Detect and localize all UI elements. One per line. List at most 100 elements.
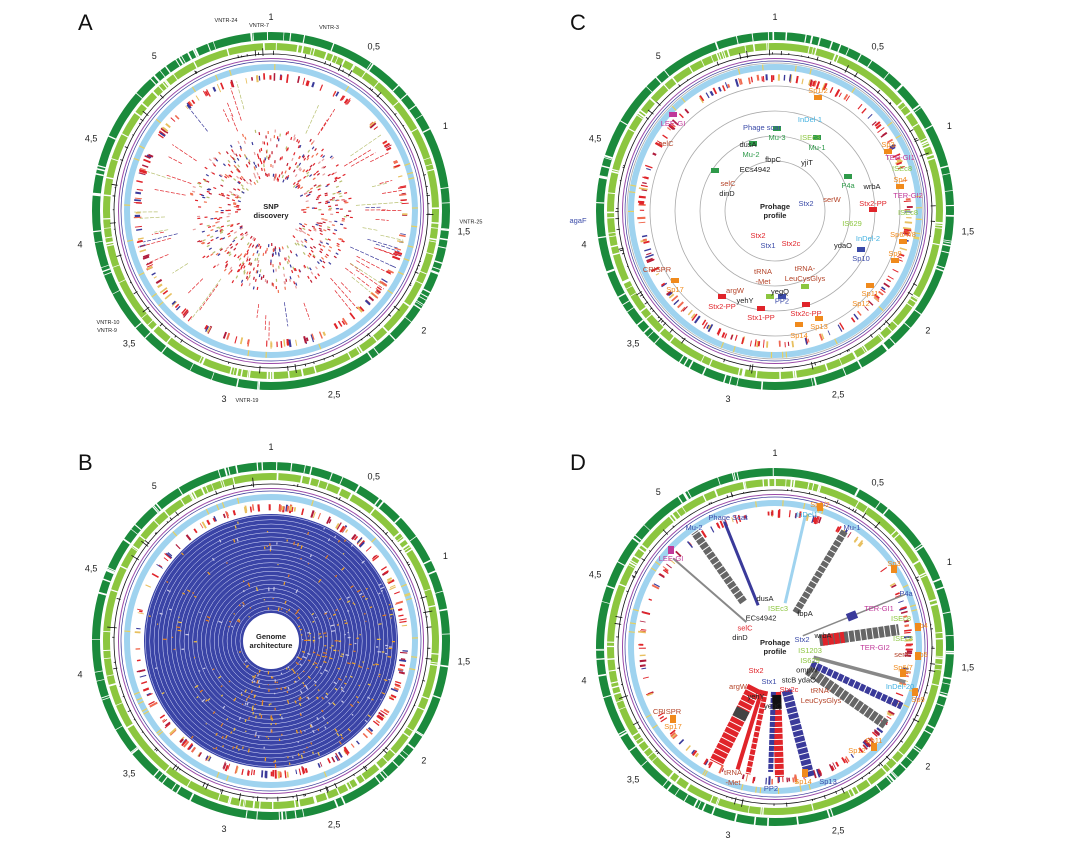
gc-skew-spike: [824, 496, 827, 499]
feature-label: InDel-20: [886, 682, 914, 691]
variant-speckle: [375, 663, 379, 666]
snp-tick: [230, 79, 235, 88]
snp-block: [245, 233, 249, 237]
snp-block: [308, 167, 312, 172]
ring-gap: [402, 750, 410, 757]
snp-tick: [165, 123, 171, 129]
snp-tick: [376, 715, 383, 721]
ring-gap: [407, 743, 415, 750]
ring-gap: [809, 35, 814, 44]
snp-block: [303, 157, 307, 161]
variant-speckle: [328, 657, 333, 660]
feature-block: [802, 302, 810, 307]
ring-gap: [346, 351, 352, 360]
snp-block: [235, 153, 238, 157]
strain-ring: [231, 601, 311, 681]
snp-tick: [789, 74, 792, 82]
ring-gap: [601, 601, 610, 604]
snp-block: [210, 238, 214, 242]
snp-tick: [903, 615, 908, 618]
ring-gap: [313, 795, 318, 804]
ring-gap: [293, 799, 297, 808]
strain-ring: [218, 588, 324, 694]
feature-label: Sp4: [914, 621, 927, 630]
snp-block: [238, 257, 242, 261]
ring-gap: [164, 65, 171, 74]
yellow-marker: [740, 784, 744, 791]
snp-block: [328, 245, 333, 249]
snp-block: [314, 147, 317, 152]
snp-tick: [646, 252, 652, 256]
ring-gap: [655, 76, 662, 84]
feature-block: [773, 126, 781, 131]
snp-tick: [869, 736, 874, 741]
snp-block: [258, 176, 261, 180]
ring-gap: [792, 370, 795, 379]
snp-tick: [342, 317, 348, 326]
snp-block: [297, 274, 300, 278]
gc-skew-spike: [823, 795, 826, 799]
snp-block: [254, 164, 258, 168]
ring-gap: [312, 48, 316, 57]
snp-tick: [715, 522, 721, 529]
outer-gene-ring-reverse: [103, 473, 439, 809]
snp-tick: [789, 74, 793, 82]
snp-block: [219, 231, 224, 234]
snp-block: [201, 194, 205, 197]
snp-tick: [798, 511, 802, 519]
ring-gap: [200, 356, 206, 365]
feature-block: [669, 112, 677, 117]
snp-tick: [151, 272, 156, 276]
snp-tick: [187, 316, 193, 322]
snp-block: [241, 133, 245, 137]
ring-gap: [639, 306, 647, 313]
snp-block: [286, 148, 288, 152]
snp-tick: [311, 81, 315, 88]
snp-block: [229, 174, 233, 178]
scale-label: 0,5: [368, 471, 381, 481]
snp-tick: [188, 744, 194, 750]
ring-gap: [151, 324, 159, 332]
ring-gap: [425, 163, 433, 167]
snp-tick: [646, 692, 653, 696]
feature-label: serX: [894, 650, 909, 659]
ring-gap: [651, 756, 658, 762]
variant-speckle: [299, 696, 302, 700]
snp-block: [236, 269, 240, 273]
snp-radial-line: [379, 180, 393, 184]
purple-track: [118, 488, 424, 794]
snp-block: [233, 202, 237, 204]
snp-tick: [903, 636, 912, 639]
snp-tick: [708, 761, 712, 766]
snp-block: [241, 236, 245, 240]
variant-speckle: [319, 672, 323, 675]
snp-tick: [161, 718, 166, 722]
ring-gap: [918, 571, 927, 577]
ring-gap: [914, 309, 922, 316]
snp-tick: [306, 80, 310, 87]
snp-block: [244, 231, 248, 235]
prophage-bar: [672, 557, 747, 623]
snp-tick: [378, 711, 385, 717]
snp-tick: [337, 751, 343, 758]
snp-tick: [163, 557, 169, 562]
variant-speckle: [233, 538, 236, 543]
snp-tick: [862, 740, 869, 748]
ring-gap: [811, 46, 814, 55]
snp-tick: [394, 680, 402, 685]
gc-skew-spike: [423, 610, 433, 614]
ring-gap: [854, 500, 860, 509]
yellow-marker: [915, 195, 922, 198]
snp-block: [212, 265, 216, 269]
snp-tick: [850, 753, 855, 758]
ring-gap: [201, 357, 206, 365]
snp-tick: [678, 738, 685, 745]
prophage-bar: [809, 660, 904, 710]
snp-block: [307, 149, 311, 153]
yellow-marker: [151, 292, 157, 298]
snp-tick: [365, 728, 373, 735]
feature-block: [899, 239, 907, 244]
snp-tick: [808, 79, 811, 86]
gc-skew-spike: [338, 497, 341, 501]
